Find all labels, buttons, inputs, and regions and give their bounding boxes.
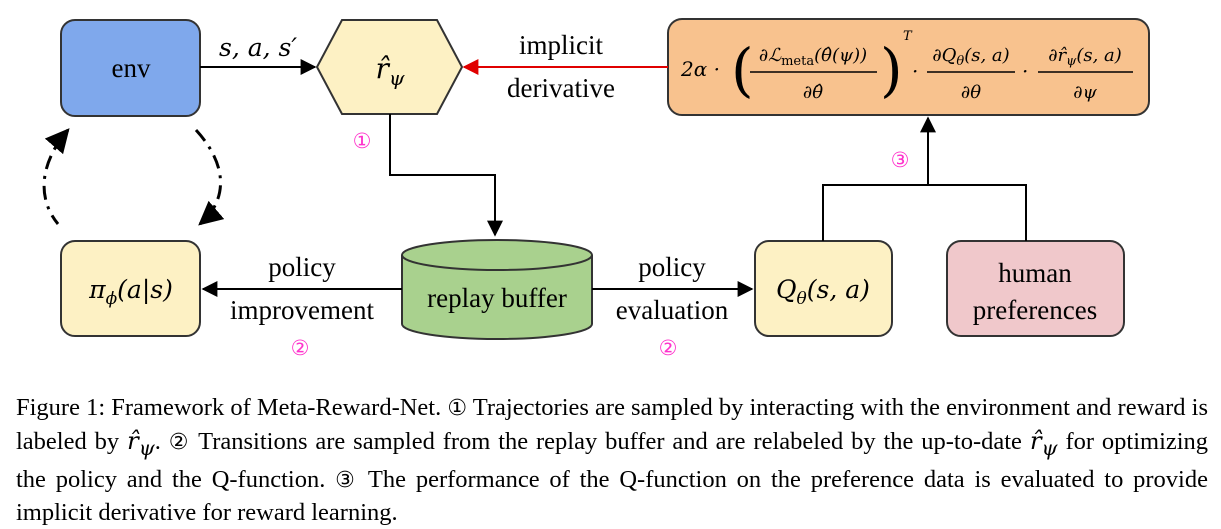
- caption-r-hat-2: r̂ψ: [1029, 426, 1058, 460]
- caption-step2-mark: ②: [168, 430, 191, 455]
- human-label-line2: preferences: [973, 295, 1097, 325]
- reward-node: r̂ψ: [315, 19, 464, 115]
- formula-dot2: ·: [1022, 59, 1028, 83]
- caption-step2-end: for optimizing the policy and the Q-func…: [16, 428, 1209, 493]
- policy-improvement-label-2: improvement: [230, 295, 374, 325]
- implicit-label-2: derivative: [507, 73, 615, 103]
- caption-step1-mark: ①: [447, 396, 468, 421]
- reward-label: r̂ψ: [375, 52, 404, 90]
- q-function-node: Qθ(s, a): [754, 240, 893, 337]
- policy-label: πϕ(a|s): [88, 275, 173, 309]
- caption-step3-mark: ③: [335, 467, 359, 493]
- framework-diagram: env r̂ψ 2α · ( ∂ℒmeta(θ̂(ψ)) ∂θ̂ ) T · ∂…: [42, 18, 1150, 360]
- caption-step1-text: Trajectories are sampled by interacting …: [16, 394, 1209, 455]
- replay-buffer-label: replay buffer: [427, 283, 567, 313]
- env-label: env: [112, 53, 151, 83]
- reward-to-buffer-arrow: [389, 114, 503, 237]
- policy-node: πϕ(a|s): [60, 240, 201, 337]
- formula-transpose: T: [903, 29, 913, 44]
- formula-den3: ∂ψ: [1073, 82, 1097, 103]
- policy-evaluation-label-1: policy: [638, 252, 706, 282]
- formula-num2: ∂Qθ(s, a): [932, 45, 1009, 69]
- transition-label: s, a, s′: [219, 33, 297, 62]
- caption-step1-end: .: [154, 428, 161, 455]
- human-label-line1: human: [998, 258, 1072, 288]
- replay-buffer-node: replay buffer: [401, 239, 593, 340]
- formula-num3: ∂r̂ψ(s, a): [1048, 45, 1122, 69]
- interaction-loop-right: [194, 128, 225, 226]
- human-preferences-node: human preferences: [946, 240, 1125, 337]
- formula-num1: ∂ℒmeta(θ̂(ψ)): [759, 45, 867, 69]
- implicit-label-1: implicit: [519, 30, 603, 60]
- policy-improvement-label-1: policy: [268, 252, 336, 282]
- env-node: env: [60, 19, 201, 117]
- step2-left-marker: ②: [291, 336, 310, 360]
- q-and-human-to-formula-arrow: [822, 184, 1027, 241]
- q-function-label: Qθ(s, a): [776, 275, 870, 309]
- caption-r-hat-1: r̂ψ: [127, 426, 155, 460]
- figure-caption: Figure 1: Framework of Meta-Reward-Net. …: [16, 392, 1208, 529]
- policy-evaluation-label-2: evaluation: [616, 295, 729, 325]
- caption-figure-label: Figure 1: Framework of Meta-Reward-Net.: [16, 394, 442, 421]
- right-paren: ): [880, 36, 903, 104]
- step2-right-marker: ②: [659, 336, 678, 360]
- step3-marker: ③: [891, 148, 910, 172]
- left-paren: (: [731, 36, 754, 104]
- caption-step2-text: Transitions are sampled from the replay …: [198, 428, 1022, 455]
- formula-den2: ∂θ: [961, 82, 981, 103]
- formula-dot1: ·: [912, 59, 918, 83]
- interaction-loop-left: [42, 128, 70, 225]
- formula-den1: ∂θ̂: [803, 82, 823, 103]
- formula-coef: 2α ·: [680, 57, 720, 81]
- formula-node: 2α · ( ∂ℒmeta(θ̂(ψ)) ∂θ̂ ) T · ∂Qθ(s, a)…: [667, 18, 1150, 116]
- step1-marker: ①: [353, 129, 372, 153]
- caption-step3-text: The performance of the Q-function on the…: [16, 465, 1208, 526]
